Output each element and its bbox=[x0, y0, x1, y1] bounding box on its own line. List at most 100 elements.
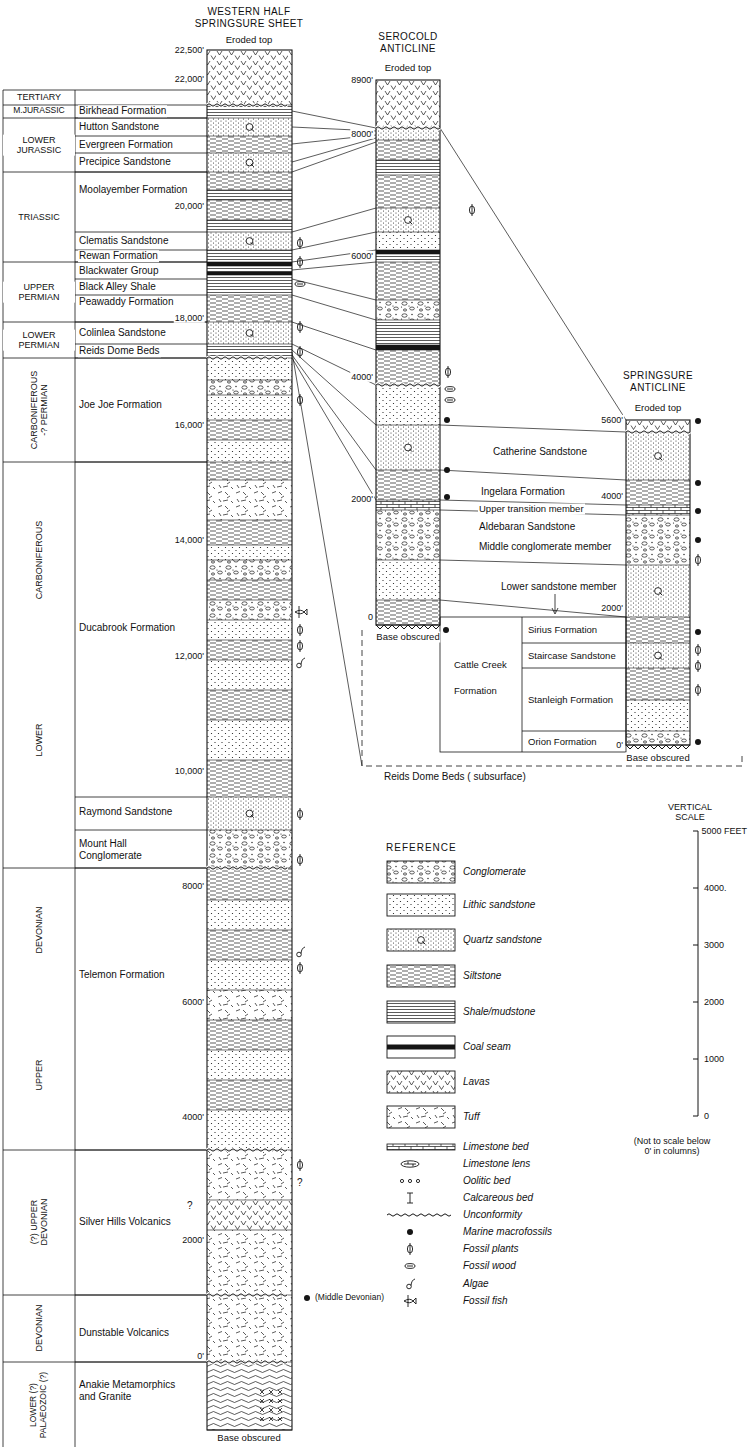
rock-layer bbox=[626, 432, 690, 480]
depth-mark: 10,000' bbox=[174, 766, 205, 776]
depth-mark: 0' bbox=[196, 1351, 205, 1361]
algae-symbol bbox=[297, 658, 305, 668]
legend-swatch bbox=[387, 965, 455, 987]
rock-layer bbox=[207, 420, 292, 440]
rock-layer bbox=[376, 208, 440, 232]
plant-symbol bbox=[297, 256, 302, 268]
unconformity-line bbox=[207, 1294, 287, 1296]
depth-mark: 6000' bbox=[350, 251, 374, 261]
formation-name: Reids Dome Beds bbox=[78, 345, 161, 357]
rock-layer bbox=[207, 200, 292, 220]
depth-mark: 14,000' bbox=[174, 535, 205, 545]
rock-layer bbox=[207, 358, 292, 380]
depth-mark: 4000' bbox=[350, 372, 374, 382]
formation-name: Middle conglomerate member bbox=[478, 541, 612, 553]
column-note: Eroded top bbox=[384, 63, 432, 74]
oolite-symbol bbox=[400, 1179, 419, 1182]
rock-layer bbox=[376, 470, 440, 500]
rock-layer bbox=[207, 1295, 292, 1362]
rock-layer bbox=[626, 668, 690, 700]
table-cell: Orion Formation bbox=[527, 737, 598, 748]
rock-layer bbox=[207, 275, 292, 295]
marine-symbol bbox=[695, 418, 701, 424]
plant-symbol bbox=[407, 1243, 412, 1255]
western-column bbox=[207, 50, 292, 1430]
rock-layer bbox=[207, 220, 292, 232]
formation-name: Blackwater Group bbox=[78, 265, 159, 277]
rock-layer bbox=[207, 440, 292, 462]
formation-name: Dunstable Volcanics bbox=[78, 1327, 170, 1339]
plant-symbol bbox=[695, 660, 700, 672]
rock-layer bbox=[376, 300, 440, 320]
age-label: DEVONIAN bbox=[34, 905, 44, 954]
age-label: TERTIARY bbox=[16, 92, 62, 102]
formation-name: Peawaddy Formation bbox=[78, 296, 175, 308]
legend-swatch bbox=[387, 1036, 455, 1058]
depth-mark: 6000' bbox=[181, 997, 205, 1007]
marine-symbol bbox=[304, 1295, 310, 1301]
springsure-column bbox=[626, 420, 690, 749]
legend-swatch bbox=[387, 1001, 455, 1023]
legend-swatch bbox=[387, 929, 455, 951]
marine-symbol bbox=[443, 627, 449, 633]
depth-mark: 8000' bbox=[350, 129, 374, 139]
rock-layer bbox=[207, 1230, 292, 1295]
rock-layer bbox=[376, 232, 440, 250]
column-outline bbox=[626, 420, 690, 745]
table-cell: Staircase Sandstone bbox=[527, 651, 617, 662]
rock-layer bbox=[376, 600, 440, 625]
depth-mark: 22,500' bbox=[174, 45, 205, 55]
plant-symbol bbox=[695, 554, 700, 566]
formation-name: Reids Dome Beds ( subsurface) bbox=[383, 771, 527, 783]
rock-layer bbox=[207, 1200, 292, 1230]
layer-boundary bbox=[376, 128, 440, 625]
calc-symbol bbox=[407, 1193, 413, 1203]
rock-layer bbox=[376, 345, 440, 350]
legend-swatch bbox=[387, 1106, 455, 1128]
fish-symbol bbox=[404, 1295, 416, 1307]
rock-layer bbox=[207, 153, 292, 172]
rock-layer bbox=[207, 1362, 292, 1430]
plant-symbol bbox=[469, 204, 474, 216]
column-heading: WESTERN HALF SPRINGSURE SHEET bbox=[183, 6, 315, 29]
rock-layer bbox=[207, 545, 292, 560]
marine-symbol bbox=[695, 480, 701, 486]
rock-layer bbox=[207, 272, 292, 275]
formation-table bbox=[440, 617, 626, 752]
rock-layer bbox=[207, 395, 292, 420]
plant-symbol bbox=[297, 854, 302, 866]
formation-name: Evergreen Formation bbox=[78, 139, 174, 151]
rock-layer bbox=[376, 254, 440, 262]
age-label: LOWER bbox=[34, 722, 44, 757]
scale-label: 4000. bbox=[703, 883, 728, 893]
marine-symbol bbox=[695, 739, 701, 745]
legend-text: Limestone bed bbox=[462, 1141, 530, 1153]
formation-name: Catherine Sandstone bbox=[492, 446, 588, 458]
scale-bar bbox=[693, 831, 698, 1116]
depth-mark: 8000' bbox=[181, 881, 205, 891]
rock-layer bbox=[626, 617, 690, 643]
rock-layer bbox=[626, 643, 690, 668]
serocold-column bbox=[376, 80, 440, 629]
rock-layer bbox=[207, 797, 292, 830]
rock-layer bbox=[207, 172, 292, 190]
legend-text: Calcareous bed bbox=[462, 1192, 534, 1204]
plant-symbol bbox=[695, 644, 700, 656]
rock-layer bbox=[207, 580, 292, 600]
depth-mark: 0 bbox=[367, 612, 374, 622]
rock-layer bbox=[376, 510, 440, 560]
rock-layer bbox=[207, 900, 292, 930]
rock-layer bbox=[626, 700, 690, 731]
age-table bbox=[3, 90, 207, 1447]
age-label: M.JURASSIC bbox=[12, 106, 65, 116]
depth-mark: 18,000' bbox=[174, 313, 205, 323]
depth-mark: 22,000' bbox=[174, 74, 205, 84]
age-label: LOWER (?) PALAEOZOIC (?) bbox=[29, 1363, 49, 1447]
lens-symbol bbox=[401, 1161, 419, 1167]
fish-symbol bbox=[295, 606, 307, 618]
plant-symbol bbox=[297, 808, 302, 820]
column-heading: SEROCOLD ANTICLINE bbox=[362, 31, 454, 54]
rock-layer bbox=[376, 320, 440, 345]
legend-text: Oolitic bed bbox=[462, 1175, 511, 1187]
